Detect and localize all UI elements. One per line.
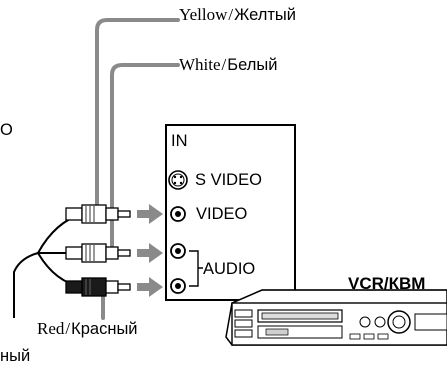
arrow-to-audio-l bbox=[137, 243, 163, 263]
audio-bracket bbox=[189, 250, 203, 287]
s-video-label: S VIDEO bbox=[195, 171, 262, 189]
vcr-label: VCR/КВМ bbox=[348, 275, 425, 292]
white-cable-label: White/Белый bbox=[179, 56, 277, 74]
audio-l-jack-icon bbox=[170, 243, 186, 259]
panel-title: IN bbox=[171, 132, 188, 150]
white-label-separator: / bbox=[221, 55, 227, 74]
white-leader-line bbox=[110, 63, 180, 255]
video-label: VIDEO bbox=[196, 205, 248, 223]
red-label-en: Red bbox=[37, 319, 65, 338]
yellow-plug bbox=[65, 204, 131, 224]
yellow-label-separator: / bbox=[228, 5, 234, 24]
red-plug bbox=[65, 277, 131, 297]
white-label-en: White bbox=[179, 55, 221, 74]
red-label-separator: / bbox=[65, 319, 71, 338]
vcr-device-icon bbox=[225, 289, 447, 346]
audio-label: AUDIO bbox=[203, 260, 256, 278]
red-cable-label: Red/Красный bbox=[37, 320, 138, 338]
white-label-ru: Белый bbox=[227, 56, 278, 74]
red-label-ru: Красный bbox=[71, 320, 138, 338]
arrow-to-audio-r bbox=[137, 277, 163, 297]
main-cable bbox=[13, 252, 39, 318]
partial-bottom-text: ный bbox=[0, 347, 31, 365]
yellow-cable-label: Yellow/Желтый bbox=[179, 6, 296, 24]
yellow-label-en: Yellow bbox=[179, 5, 228, 24]
arrow-to-video bbox=[137, 204, 163, 224]
yellow-label-ru: Желтый bbox=[234, 6, 297, 24]
vcr-label-ru: КВМ bbox=[388, 274, 426, 293]
s-video-jack-icon bbox=[168, 170, 188, 190]
vcr-label-en: VCR/ bbox=[348, 274, 389, 293]
white-plug bbox=[65, 243, 131, 263]
yellow-leader-line bbox=[95, 18, 180, 212]
video-jack-icon bbox=[170, 206, 186, 222]
audio-r-jack-icon bbox=[170, 278, 186, 294]
input-panel-frame bbox=[165, 124, 296, 301]
partial-left-letter: O bbox=[0, 121, 13, 139]
